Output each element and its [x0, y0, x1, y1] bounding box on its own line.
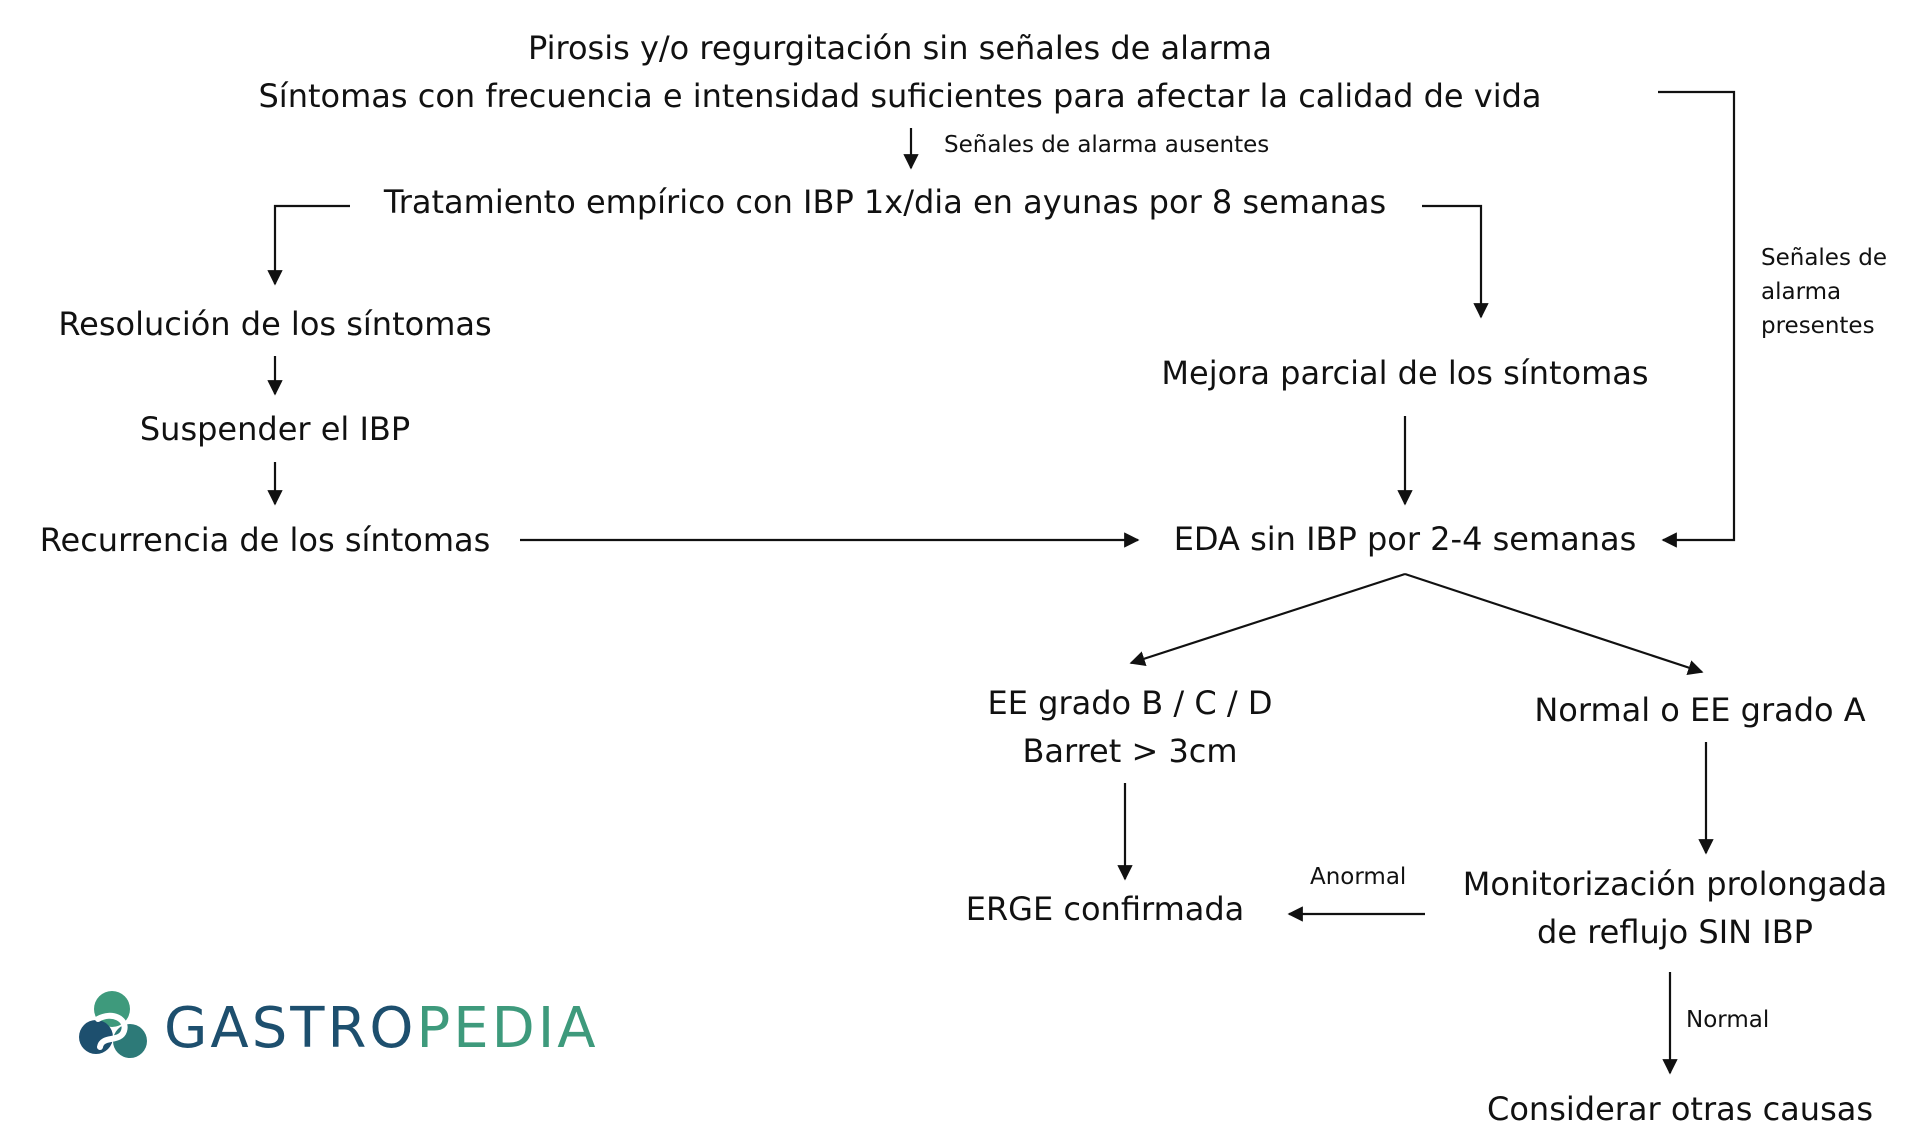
- label-alarm-present-line2: alarma: [1761, 279, 1842, 305]
- node-ee-bcd-line1: EE grado B / C / D: [987, 684, 1273, 722]
- label-alarm-present-line3: presentes: [1761, 313, 1875, 339]
- gastropedia-logo: GASTROPEDIA: [72, 985, 596, 1075]
- node-erge: ERGE confirmada: [965, 890, 1245, 928]
- node-monitor-line2: de reflujo SIN IBP: [1537, 913, 1813, 951]
- label-normal: Normal: [1686, 1007, 1770, 1033]
- arrow-treatment-to-partial: [1422, 204, 1489, 319]
- logo-text-gastro: GASTRO: [164, 996, 417, 1061]
- logo-text-pedia: PEDIA: [416, 996, 599, 1061]
- node-partial: Mejora parcial de los síntomas: [1161, 354, 1649, 392]
- node-ee-bcd: EE grado B / C / D Barret > 3cm: [960, 679, 1300, 775]
- label-alarm-present-line1: Señales de: [1761, 245, 1888, 271]
- node-normal-a: Normal o EE grado A: [1534, 691, 1866, 729]
- node-suspend: Suspender el IBP: [139, 410, 411, 448]
- arrow-eda-to-ee-bcd: [1129, 572, 1406, 667]
- logo-mark-icon: [79, 991, 147, 1058]
- node-start-line1: Pirosis y/o regurgitación sin señales de…: [528, 29, 1272, 67]
- label-no-alarm: Señales de alarma ausentes: [944, 132, 1270, 158]
- node-start: Pirosis y/o regurgitación sin señales de…: [210, 24, 1590, 120]
- logo-wordmark: GASTROPEDIA: [164, 993, 599, 1065]
- node-monitor-line1: Monitorización prolongada: [1462, 865, 1888, 903]
- label-alarm-present: Señales de alarma presentes: [1761, 241, 1887, 343]
- node-recurrence: Recurrencia de los síntomas: [39, 521, 491, 559]
- arrow-eda-to-normal-a: [1404, 572, 1704, 675]
- node-monitor: Monitorización prolongada de reflujo SIN…: [1440, 860, 1910, 956]
- arrow-alarm-to-eda: [1658, 90, 1736, 548]
- node-other: Considerar otras causas: [1486, 1090, 1874, 1128]
- label-abnormal: Anormal: [1310, 864, 1407, 890]
- node-resolution: Resolución de los síntomas: [58, 305, 492, 343]
- node-treatment: Tratamiento empírico con IBP 1x/dia en a…: [383, 183, 1387, 221]
- node-eda: EDA sin IBP por 2-4 semanas: [1173, 520, 1637, 558]
- node-start-line2: Síntomas con frecuencia e intensidad suf…: [258, 77, 1542, 115]
- node-ee-bcd-line2: Barret > 3cm: [1022, 732, 1238, 770]
- arrow-treatment-to-resolution: [267, 204, 350, 286]
